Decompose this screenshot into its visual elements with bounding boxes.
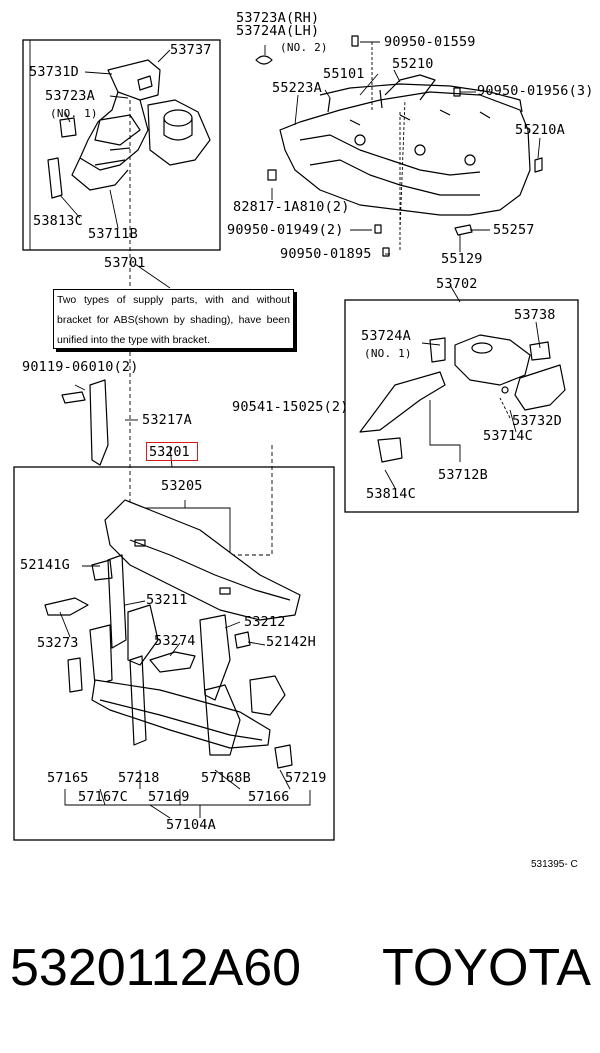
label-53205: 53205 xyxy=(161,478,203,494)
label-90541-15025: 90541-15025(2) xyxy=(232,399,349,415)
label-53273: 53273 xyxy=(37,635,79,651)
label-57168B: 57168B xyxy=(201,770,251,786)
label-90950-01559: 90950-01559 xyxy=(384,34,476,50)
dash-panel-parts xyxy=(279,74,543,236)
footer-brand: TOYOTA xyxy=(382,939,591,997)
label-53732D: 53732D xyxy=(512,413,562,429)
label-82817-1A810: 82817-1A810(2) xyxy=(233,199,350,215)
group-box-53702 xyxy=(344,299,579,513)
label-53701: 53701 xyxy=(104,255,146,271)
label-53731D: 53731D xyxy=(29,64,79,80)
label-53724A: 53724A xyxy=(361,328,411,344)
label-no1-b: (NO. 1) xyxy=(364,347,412,360)
label-53723A: 53723A xyxy=(45,88,95,104)
label-no2: (NO. 2) xyxy=(280,41,328,54)
label-53738: 53738 xyxy=(514,307,556,323)
label-55210A: 55210A xyxy=(515,122,565,138)
label-53702: 53702 xyxy=(436,276,478,292)
label-57169: 57169 xyxy=(148,789,190,805)
label-53813C: 53813C xyxy=(33,213,83,229)
highlighted-part-53201[interactable]: 53201 xyxy=(146,442,198,461)
label-90119-06010: 90119-06010(2) xyxy=(22,359,139,375)
label-90950-01956: 90950-01956(3) xyxy=(477,83,594,99)
label-57218: 57218 xyxy=(118,770,160,786)
label-57166: 57166 xyxy=(248,789,290,805)
label-no1-a: (NO. 1) xyxy=(50,107,98,120)
label-55257: 55257 xyxy=(493,222,535,238)
label-53714C: 53714C xyxy=(483,428,533,444)
label-90950-01949: 90950-01949(2) xyxy=(227,222,344,238)
group-box-53201 xyxy=(13,466,335,841)
label-55129: 55129 xyxy=(441,251,483,267)
footer-part-number: 5320112A60 xyxy=(10,939,302,997)
label-52142H: 52142H xyxy=(266,634,316,650)
label-55101: 55101 xyxy=(323,66,365,82)
label-90950-01895: 90950-01895 xyxy=(280,246,372,262)
label-55223A: 55223A xyxy=(272,80,322,96)
label-53723A-rh: 53723A(RH) xyxy=(236,10,320,26)
supply-note: Two types of supply parts, with and with… xyxy=(53,289,294,349)
label-53724A-lh: 53724A(LH) xyxy=(236,23,320,39)
label-57165: 57165 xyxy=(47,770,89,786)
label-53217A: 53217A xyxy=(142,412,192,428)
label-52141G: 52141G xyxy=(20,557,70,573)
label-53737: 53737 xyxy=(170,42,212,58)
label-53712B: 53712B xyxy=(438,467,488,483)
label-53211: 53211 xyxy=(146,592,188,608)
label-53711B: 53711B xyxy=(88,226,138,242)
highlighted-part-label: 53201 xyxy=(149,444,190,460)
label-57104A: 57104A xyxy=(166,817,216,833)
parts-diagram-artwork xyxy=(13,35,579,841)
label-57219: 57219 xyxy=(285,770,327,786)
apron-left-parts xyxy=(47,59,211,199)
label-53212: 53212 xyxy=(244,614,286,630)
label-53814C: 53814C xyxy=(366,486,416,502)
label-57167C: 57167C xyxy=(78,789,128,805)
label-55210: 55210 xyxy=(392,56,434,72)
diagram-code: 531395- C xyxy=(531,859,578,870)
label-53274: 53274 xyxy=(154,633,196,649)
